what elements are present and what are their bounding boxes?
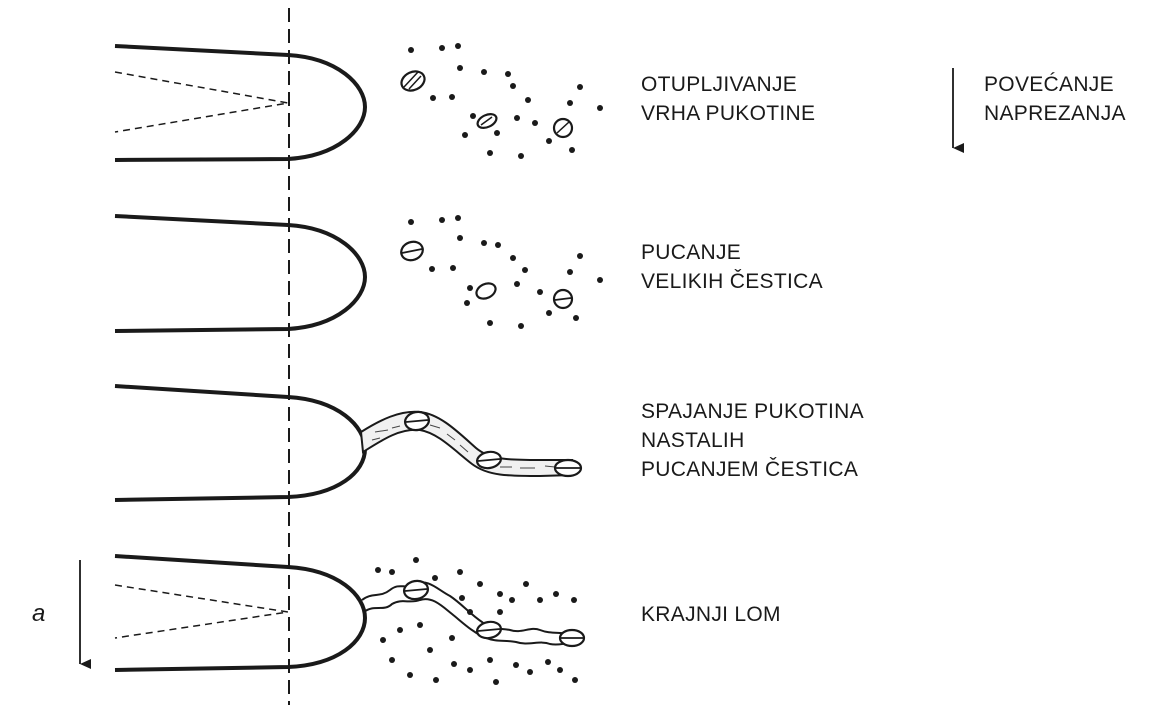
stage-3-label-line-1: SPAJANJE PUKOTINA xyxy=(641,397,864,426)
crack-profile xyxy=(115,216,365,331)
cracked-particles xyxy=(399,239,572,308)
stage-3-crack-coalescence xyxy=(115,386,581,500)
stage-4-label: KRAJNJI LOM xyxy=(641,600,781,629)
sharp-crack-outline xyxy=(115,585,288,638)
stage-4-label-line-1: KRAJNJI LOM xyxy=(641,600,781,629)
load-direction-label: POVEĆANJE NAPREZANJA xyxy=(984,70,1126,128)
particle-field xyxy=(375,557,578,685)
stage-2-label: PUCANJE VELIKIH ČESTICA xyxy=(641,238,823,296)
stage-2-label-line-2: VELIKIH ČESTICA xyxy=(641,267,823,296)
stage-2-label-line-1: PUCANJE xyxy=(641,238,823,267)
coalesced-crack-band xyxy=(361,412,572,476)
particle-field xyxy=(408,215,603,329)
crack-profile xyxy=(115,386,365,500)
load-direction-label-line-2: NAPREZANJA xyxy=(984,99,1126,128)
stage-2-particle-cracking xyxy=(115,215,603,331)
stage-3-label: SPAJANJE PUKOTINA NASTALIH PUCANJEM ČEST… xyxy=(641,397,864,484)
crack-length-symbol: a xyxy=(32,600,45,628)
ductile-crack-path xyxy=(362,582,572,644)
load-direction-label-line-1: POVEĆANJE xyxy=(984,70,1126,99)
stage-3-label-line-2: NASTALIH xyxy=(641,426,864,455)
stage-1-label-line-2: VRHA PUKOTINE xyxy=(641,99,815,128)
crack-profile xyxy=(115,556,365,670)
stage-1-label-line-1: OTUPLJIVANJE xyxy=(641,70,815,99)
sharp-crack-outline xyxy=(115,72,288,132)
hatched-particles xyxy=(398,68,572,137)
particle-field xyxy=(408,43,603,159)
cracked-particles xyxy=(403,579,584,646)
stage-4-final-fracture xyxy=(115,556,584,685)
crack-profile xyxy=(115,46,365,160)
stage-1-crack-blunting xyxy=(115,43,603,160)
stage-3-label-line-3: PUCANJEM ČESTICA xyxy=(641,455,864,484)
stage-1-label: OTUPLJIVANJE VRHA PUKOTINE xyxy=(641,70,815,128)
